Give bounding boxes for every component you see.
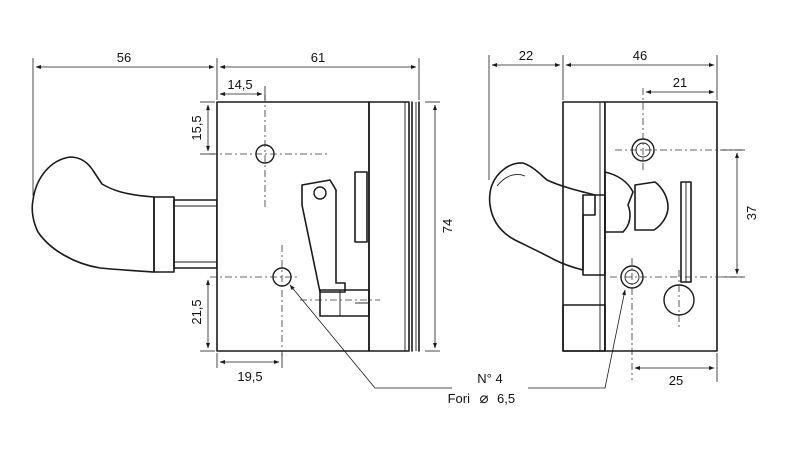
dim-left-hole-x-bottom: 19,5 [237, 369, 262, 384]
left-handle-knob [31, 156, 155, 273]
dim-left-hole-y-top: 15,5 [189, 115, 204, 140]
right-back-plate [562, 101, 606, 352]
dim-right-body-46: 46 [633, 48, 647, 63]
right-body-plate [604, 101, 718, 352]
dim-left-hole-y-bottom: 21,5 [189, 299, 204, 324]
right-handle-neck [582, 194, 606, 276]
left-latch-slot [354, 171, 368, 243]
left-handle-cylinder [173, 199, 218, 269]
right-latch-hook [604, 171, 634, 233]
dim-right-hole-spacing: 37 [744, 206, 759, 220]
left-body-plate [216, 101, 370, 352]
right-view [488, 55, 745, 389]
dim-right-depth-22: 22 [519, 48, 533, 63]
left-handle-neck [153, 196, 175, 273]
dim-right-hole-x-bottom: 25 [669, 373, 683, 388]
left-view [31, 58, 452, 389]
right-note-leader [528, 289, 626, 389]
left-note-leader [289, 284, 452, 389]
dim-right-hole-x-top: 21 [673, 75, 687, 90]
right-base-block [562, 304, 606, 352]
right-handle [488, 162, 596, 271]
dim-left-hole-x-top: 14,5 [227, 77, 252, 92]
dim-left-handle-56: 56 [117, 50, 131, 65]
note-hole-diameter: 6,5 [497, 391, 515, 406]
dim-left-body-61: 61 [311, 50, 325, 65]
right-latch-bolt [634, 181, 669, 231]
left-latch-lever [301, 179, 346, 293]
note-diameter-icon: ⌀ [479, 390, 488, 407]
left-body-strip [368, 101, 410, 352]
note-hole-count: N° 4 [477, 371, 502, 386]
note-holes-label: Fori [448, 391, 471, 406]
left-lever-pin [313, 186, 327, 200]
dim-left-height-74: 74 [440, 219, 455, 233]
